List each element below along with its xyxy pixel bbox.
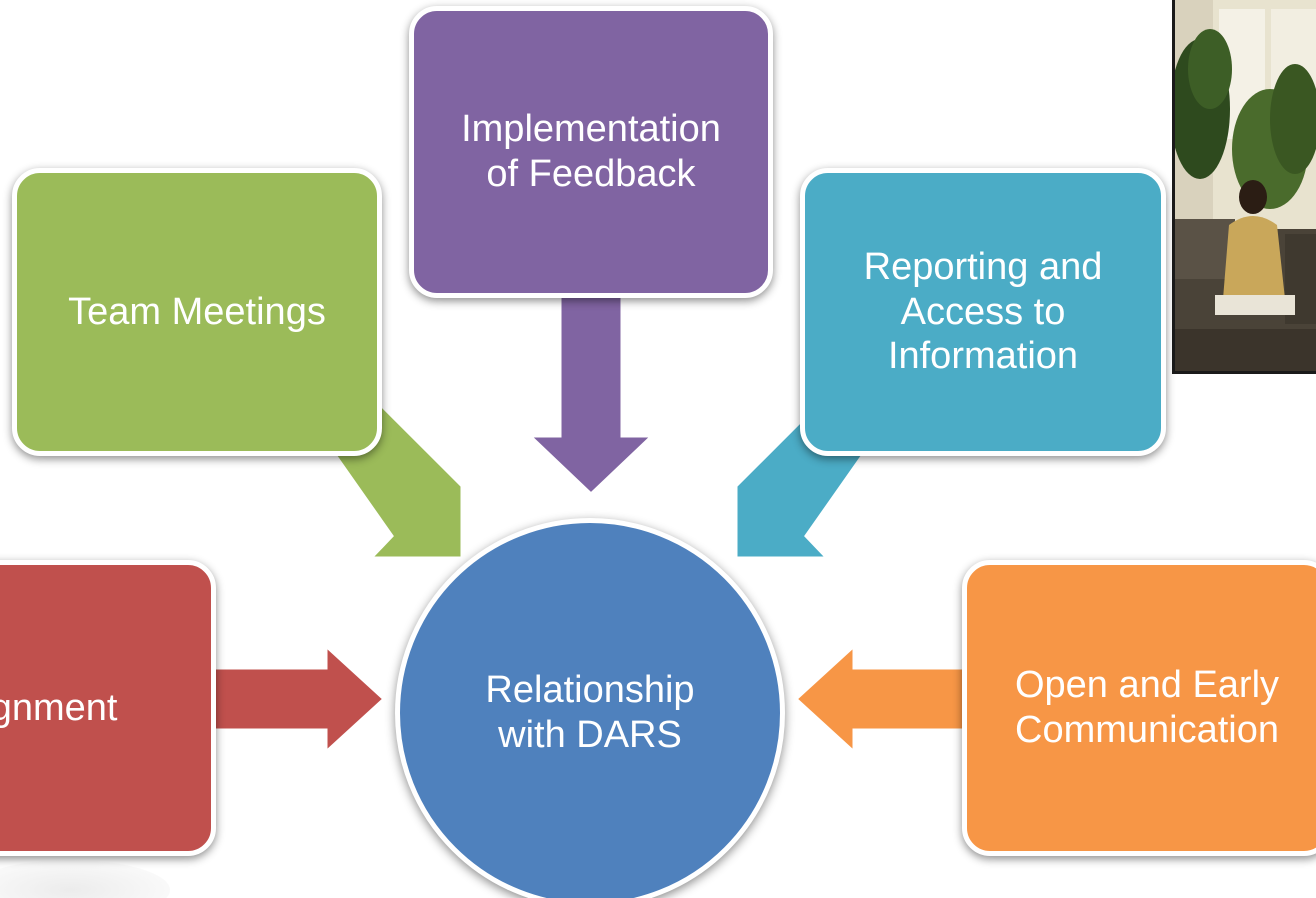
node-reporting: Reporting and Access to Information (800, 168, 1166, 456)
node-alignment: Alignment (0, 560, 216, 856)
center-node: Relationship with DARS (395, 518, 785, 898)
arrow-implementation (526, 290, 656, 497)
node-implementation-label: Implementation of Feedback (461, 108, 721, 195)
arrow-open-communication (793, 642, 972, 756)
node-reporting-label: Reporting and Access to Information (863, 245, 1103, 378)
meeting-photo (1172, 0, 1316, 374)
node-open-communication: Open and Early Communication (962, 560, 1316, 856)
node-team-meetings: Team Meetings (12, 168, 382, 456)
node-implementation: Implementation of Feedback (409, 6, 773, 298)
center-node-label: Relationship with DARS (485, 669, 695, 756)
meeting-photo-image (1175, 0, 1316, 371)
node-open-communication-label: Open and Early Communication (1014, 664, 1280, 751)
node-alignment-label: Alignment (0, 686, 118, 729)
arrow-alignment (208, 642, 387, 756)
node-team-meetings-label: Team Meetings (68, 290, 326, 333)
